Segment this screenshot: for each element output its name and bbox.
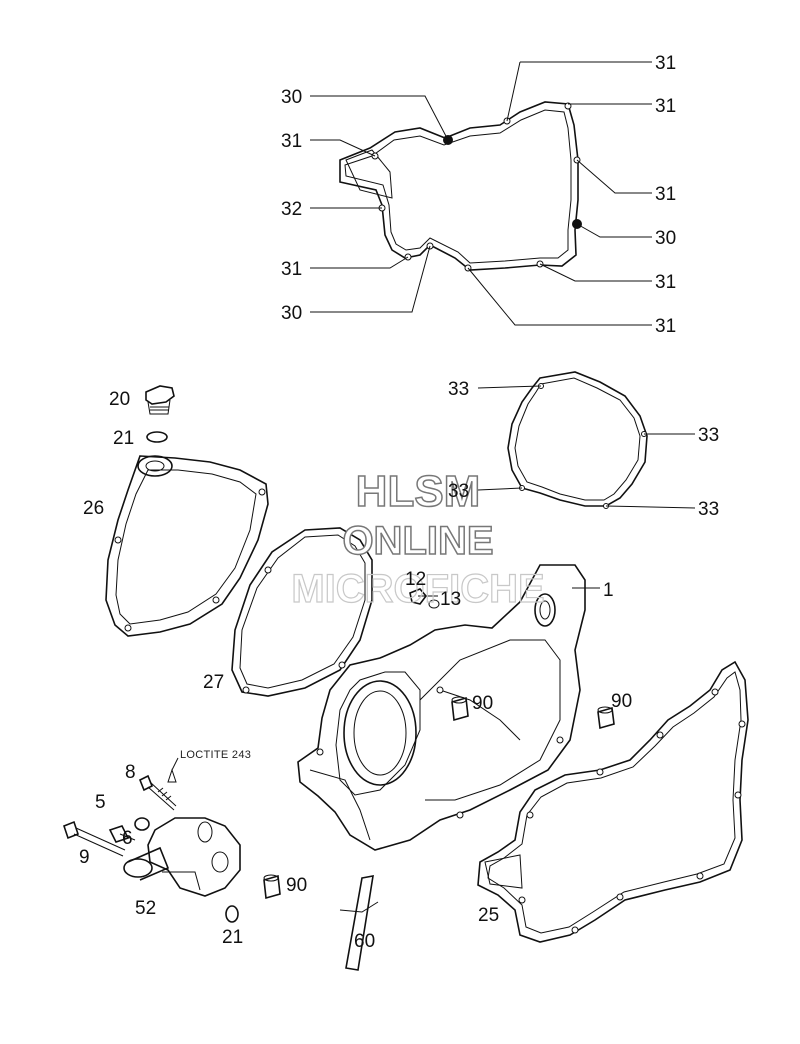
breather-hose — [339, 875, 379, 971]
water-pump-cover — [123, 817, 241, 897]
callout-9: 9 — [79, 847, 90, 868]
callout-90: 90 — [286, 875, 307, 896]
bolt-9 — [63, 820, 126, 857]
callout-32: 32 — [281, 199, 302, 220]
callout-27: 27 — [203, 672, 224, 693]
leader-lines-top — [310, 61, 652, 326]
o-ring-lower — [225, 905, 239, 923]
callout-30: 30 — [281, 303, 302, 324]
callout-1: 1 — [603, 580, 614, 601]
o-ring-upper — [146, 431, 168, 443]
callout-6: 6 — [122, 828, 133, 849]
callout-20: 20 — [109, 389, 130, 410]
watermark: HLSM ONLINE MICROFICHE — [291, 466, 546, 611]
callout-31: 31 — [281, 259, 302, 280]
callout-33: 33 — [698, 499, 719, 520]
screw-and-washer — [409, 588, 440, 609]
bushing-a — [451, 696, 469, 722]
watermark-line2: ONLINE — [342, 519, 493, 563]
callout-labels: 31 31 30 31 31 32 30 31 31 30 31 33 33 3… — [79, 53, 719, 952]
top-cover-gasket — [339, 101, 582, 272]
callout-8: 8 — [125, 762, 136, 783]
seal-ring-6 — [134, 817, 150, 831]
bushing-c — [263, 874, 281, 900]
callout-21: 21 — [113, 428, 134, 449]
callout-31: 31 — [655, 53, 676, 74]
callout-13: 13 — [440, 589, 461, 610]
loctite-note: LOCTITE 243 — [180, 749, 251, 761]
clutch-cover-gasket — [477, 371, 696, 509]
callout-31: 31 — [655, 96, 676, 117]
callout-21: 21 — [222, 927, 243, 948]
callout-52: 52 — [135, 898, 156, 919]
clutch-cover — [297, 564, 600, 851]
callout-60: 60 — [354, 931, 375, 952]
oil-filler-plug — [145, 385, 175, 415]
callout-31: 31 — [655, 272, 676, 293]
outer-clutch-cover — [105, 455, 269, 637]
watermark-line1: HLSM — [356, 467, 481, 516]
callout-31: 31 — [281, 131, 302, 152]
watermark-line3: MICROFICHE — [291, 567, 544, 611]
callout-12: 12 — [405, 569, 426, 590]
callout-31: 31 — [655, 184, 676, 205]
screw-5 — [108, 825, 136, 843]
callout-30: 30 — [655, 228, 676, 249]
callout-30: 30 — [281, 87, 302, 108]
callout-33: 33 — [448, 379, 469, 400]
outer-cover-gasket — [231, 527, 373, 697]
callout-33: 33 — [698, 425, 719, 446]
callout-90: 90 — [472, 693, 493, 714]
bushing-b — [597, 706, 615, 730]
callout-31: 31 — [655, 316, 676, 337]
bolt-8 — [138, 774, 177, 811]
callout-33: 33 — [448, 481, 469, 502]
callout-25: 25 — [478, 905, 499, 926]
callout-26: 26 — [83, 498, 104, 519]
callout-90: 90 — [611, 691, 632, 712]
loctite-drop — [167, 757, 179, 783]
clutch-cover-inner-gasket — [477, 660, 749, 943]
callout-5: 5 — [95, 792, 106, 813]
